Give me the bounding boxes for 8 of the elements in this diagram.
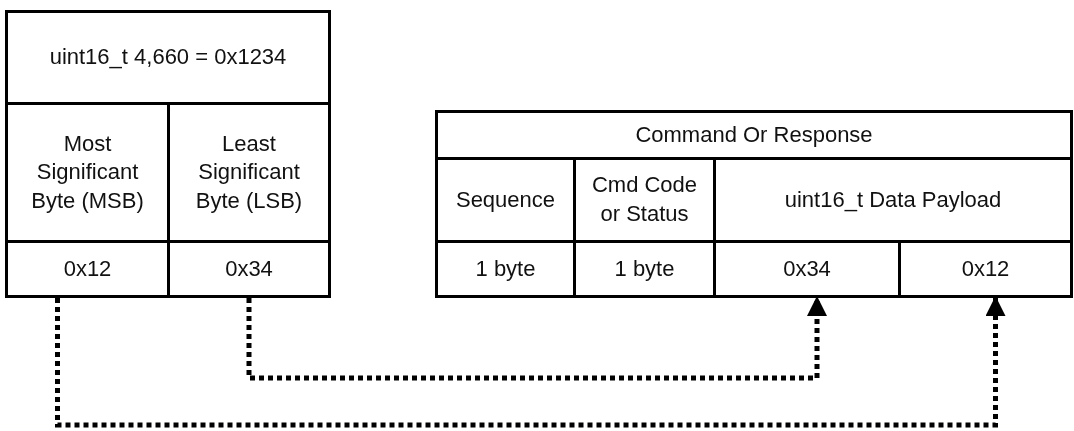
dotted-arrow <box>246 296 827 381</box>
dotted-arrow <box>55 296 1006 428</box>
value-cell: 0x12 <box>898 240 1073 298</box>
value-cell: 1 byte <box>435 240 576 298</box>
value-cell: 0x34 <box>167 240 331 298</box>
header-cell: Command Or Response <box>435 110 1073 160</box>
header-cell: uint16_t 4,660 = 0x1234 <box>5 10 331 105</box>
value-cell: 0x12 <box>5 240 170 298</box>
